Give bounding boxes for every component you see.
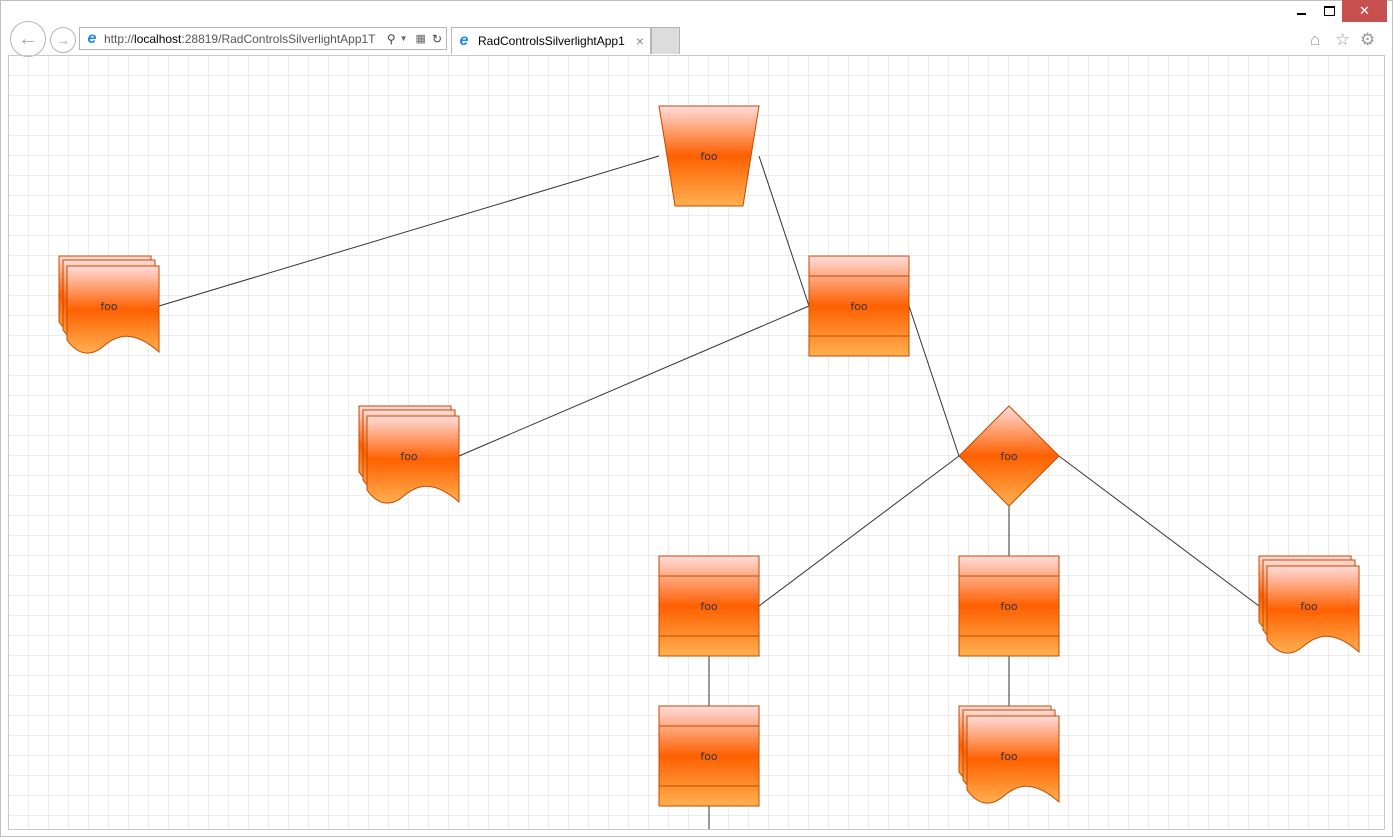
home-icon[interactable]: ⌂ [1310, 30, 1321, 49]
shape-multi-document[interactable]: foo [1258, 555, 1360, 654]
diagram-canvas[interactable]: foo foo foo foo foo foo foo foo foo foo [8, 55, 1385, 830]
connection-line[interactable] [758, 455, 960, 607]
shape-label: foo [400, 450, 418, 463]
minimize-icon [1296, 13, 1306, 15]
shape-diamond[interactable]: foo [958, 405, 1060, 507]
connection-line[interactable] [908, 305, 960, 457]
shape-label: foo [700, 750, 718, 763]
close-window-button[interactable]: ✕ [1342, 0, 1387, 22]
shape-banded-rectangle[interactable]: foo [958, 555, 1060, 657]
star-icon[interactable]: ☆ [1335, 30, 1351, 49]
ie-logo-icon: e [87, 29, 97, 47]
shape-banded-rectangle[interactable]: foo [658, 555, 760, 657]
refresh-icon[interactable]: ↻ [431, 31, 442, 46]
shape-label: foo [1000, 600, 1018, 613]
connection-line[interactable] [758, 155, 810, 307]
shape-label: foo [100, 300, 118, 313]
tab-title: RadControlsSilverlightApp1 [478, 34, 625, 48]
shape-multi-document[interactable]: foo [958, 705, 1060, 804]
arrow-left-icon: ← [18, 27, 38, 50]
gear-icon[interactable]: ⚙ [1360, 30, 1376, 49]
shape-label: foo [1000, 750, 1018, 763]
shape-label: foo [850, 300, 868, 313]
forward-button[interactable]: → [50, 27, 76, 53]
shape-label: foo [1000, 450, 1018, 463]
url-text[interactable]: http://localhost:28819/RadControlsSilver… [104, 31, 376, 46]
shape-multi-document[interactable]: foo [58, 255, 160, 354]
diagram-svg: foo foo foo foo foo foo foo foo foo foo [9, 56, 1384, 829]
shape-label: foo [700, 600, 718, 613]
minimize-button[interactable] [1288, 0, 1314, 22]
back-button[interactable]: ← [10, 21, 46, 57]
shape-banded-rectangle[interactable]: foo [808, 255, 910, 357]
shape-label: foo [700, 150, 718, 163]
compatibility-view-icon[interactable]: ▦ [415, 33, 426, 45]
maximize-icon [1323, 6, 1335, 16]
arrow-right-icon: → [56, 32, 70, 48]
shape-trapezoid[interactable]: foo [658, 105, 760, 207]
new-tab-button[interactable] [651, 27, 680, 54]
connection-line[interactable] [458, 305, 810, 457]
connection-line[interactable] [158, 155, 660, 307]
shape-label: foo [1300, 600, 1318, 613]
shape-multi-document[interactable]: foo [358, 405, 460, 504]
close-icon: ✕ [1359, 3, 1370, 18]
shape-banded-rectangle[interactable]: foo [658, 705, 760, 807]
tab-close-icon[interactable]: × [635, 33, 644, 49]
connection-line[interactable] [1058, 455, 1260, 607]
chevron-down-icon[interactable]: ▼ [399, 34, 408, 43]
address-bar[interactable]: e http://localhost:28819/RadControlsSilv… [79, 27, 447, 50]
tab-radcontrols[interactable]: e RadControlsSilverlightApp1 × [451, 27, 651, 54]
search-icon[interactable]: ⚲ [386, 31, 396, 46]
maximize-button[interactable] [1316, 0, 1342, 22]
ie-logo-icon: e [459, 32, 469, 49]
